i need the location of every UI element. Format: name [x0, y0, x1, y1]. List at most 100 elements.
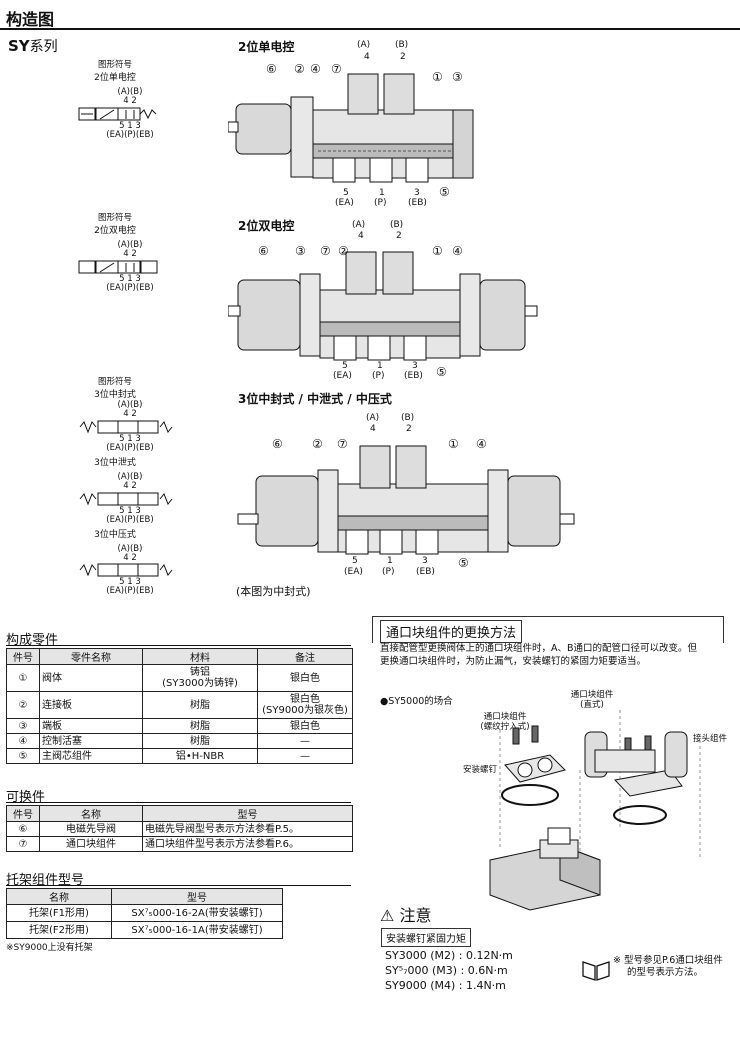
symbol-top-single: (A)(B)	[117, 87, 143, 97]
port-eb-label-3: (EB)	[416, 567, 435, 577]
symbol-top-pressure: (A)(B)	[117, 544, 143, 554]
torque-sy3000: SY3000 (M2) : 0.12N·m	[385, 949, 513, 962]
bracket-table: 名称 型号 托架(F1形用) SX⁷₅000-16-2A(带安装螺钉) 托架(F…	[6, 888, 283, 939]
callout-3-double: ③	[295, 244, 306, 258]
bracket-rule	[6, 885, 351, 886]
caution-title: 注意	[399, 906, 432, 925]
table-row: ③ 端板 树脂 银白色	[6, 718, 353, 734]
page-title: 构造图	[6, 10, 55, 29]
parts-note: —	[257, 733, 353, 749]
callout-2-double: ②	[338, 244, 349, 258]
torque-list: SY3000 (M2) : 0.12N·m SY⁵₇000 (M3) : 0.6…	[385, 948, 513, 993]
port-block-desc-2: 更换通口块组件时，为防止漏气，安装螺钉的紧固力矩要适当。	[380, 656, 647, 667]
series-label: SY系列	[8, 36, 58, 56]
reference-note: ※ 型号参见P.6通口块组件 的型号表示方法。	[613, 955, 723, 979]
symbol-title-pressure: 3位中压式	[94, 530, 136, 540]
callout-2-single: ②	[294, 62, 305, 76]
port-2-label-1: 2	[400, 52, 406, 62]
parts-name: 主阀芯组件	[39, 748, 143, 764]
header-rule	[0, 28, 740, 30]
symbol-bot-closed: (EA)(P)(EB)	[106, 443, 154, 453]
symbol-ports-bot-closed: 5 1 3	[119, 434, 141, 444]
symbol-heading-3: 图形符号	[97, 377, 132, 387]
port-4-label-3: 4	[370, 424, 376, 434]
bracket-name: 托架(F2形用)	[6, 921, 112, 939]
parts-material-main: 铸铝	[190, 667, 210, 678]
valve-symbol-closed	[79, 420, 173, 434]
symbol-ports-bot-single: 5 1 3	[119, 121, 141, 131]
parts-note-main: 银白色	[290, 694, 320, 705]
port-1-label-2: 1	[377, 361, 383, 371]
parts-note: 银白色	[257, 718, 353, 734]
valve-cross-section-single	[228, 73, 474, 183]
callout-6-three: ⑥	[272, 437, 283, 451]
callout-5-single: ⑤	[439, 185, 450, 199]
parts-table: 件号 零件名称 材料 备注 ① 阀体 铸铝(SY3000为铸锌) 银白色 ② 连…	[6, 648, 353, 764]
port-a-label-3: (A)	[366, 413, 380, 423]
table-row: 托架(F1形用) SX⁷₅000-16-2A(带安装螺钉)	[6, 904, 283, 922]
port-5-label-3: 5	[352, 556, 358, 566]
symbol-bot-exhaust: (EA)(P)(EB)	[106, 515, 154, 525]
valve-symbol-exhaust	[79, 492, 173, 506]
table-row: 托架(F2形用) SX⁷₅000-16-1A(带安装螺钉)	[6, 921, 283, 939]
label-port-block-straight-1: 通口块组件	[570, 690, 614, 700]
bracket-footnote: ※SY9000上没有托架	[6, 943, 93, 953]
callout-6-single: ⑥	[266, 62, 277, 76]
port-2-label-3: 2	[406, 424, 412, 434]
symbol-bot-pressure: (EA)(P)(EB)	[106, 586, 154, 596]
caution-heading: ⚠ 注意	[380, 902, 431, 926]
symbol-bot-single: (EA)(P)(EB)	[106, 130, 154, 140]
bracket-title: 托架组件型号	[6, 873, 85, 888]
port-3-label-2: 3	[412, 361, 418, 371]
symbol-ports-top-closed: 4 2	[123, 409, 137, 419]
port-p-label-2: (P)	[372, 371, 385, 381]
parts-note: 银白色(SY9000为银灰色)	[257, 691, 353, 719]
label-port-block-straight: 通口块组件 (直式)	[552, 690, 632, 710]
parts-material: 树脂	[142, 718, 258, 734]
parts-name: 端板	[39, 718, 143, 734]
symbol-bot-double: (EA)(P)(EB)	[106, 283, 154, 293]
valve-symbol-single	[78, 107, 157, 121]
symbol-title-double: 2位双电控	[94, 226, 136, 236]
callout-4-single: ④	[310, 62, 321, 76]
diagram-note: (本图为中封式)	[236, 585, 311, 598]
table-row: ④ 控制活塞 树脂 —	[6, 733, 353, 749]
reference-note-1: ※ 型号参见P.6通口块组件	[613, 955, 723, 966]
torque-sy9000: SY9000 (M4) : 1.4N·m	[385, 979, 506, 992]
callout-4-three: ④	[476, 437, 487, 451]
parts-note: 银白色	[257, 664, 353, 692]
bracket-model: SX⁷₅000-16-2A(带安装螺钉)	[111, 904, 283, 922]
replace-header-name: 名称	[39, 805, 143, 822]
label-mount-screw: 安装螺钉	[462, 765, 497, 775]
port-1-label-1: 1	[379, 188, 385, 198]
port-b-label-3: (B)	[401, 413, 415, 423]
port-1-label-3: 1	[387, 556, 393, 566]
valve-symbol-pressure	[79, 563, 173, 577]
valve-cross-section-double	[228, 251, 538, 361]
parts-note-sub: (SY9000为银灰色)	[262, 705, 348, 716]
parts-header-note: 备注	[257, 648, 353, 665]
callout-7-single: ⑦	[331, 62, 342, 76]
symbol-ports-top-double: 4 2	[123, 249, 137, 259]
parts-rule	[6, 645, 351, 646]
callout-1-three: ①	[448, 437, 459, 451]
port-eb-label-2: (EB)	[404, 371, 423, 381]
parts-material: 铸铝(SY3000为铸锌)	[142, 664, 258, 692]
replace-model: 电磁先导阀型号表示方法参看P.5。	[142, 821, 353, 837]
reference-note-2: 的型号表示方法。	[627, 967, 704, 978]
replace-header-model: 型号	[142, 805, 353, 822]
table-row: ⑥ 电磁先导阀 电磁先导阀型号表示方法参看P.5。	[6, 821, 353, 837]
parts-no: ①	[6, 664, 40, 692]
parts-header-no: 件号	[6, 648, 40, 665]
port-p-label-1: (P)	[374, 198, 387, 208]
symbol-heading-2: 图形符号	[97, 213, 132, 223]
callout-7-double: ⑦	[320, 244, 331, 258]
replace-table: 件号 名称 型号 ⑥ 电磁先导阀 电磁先导阀型号表示方法参看P.5。 ⑦ 通口块…	[6, 805, 353, 852]
parts-note: —	[257, 748, 353, 764]
parts-no: ⑤	[6, 748, 40, 764]
table-row: ⑦ 通口块组件 通口块组件型号表示方法参看P.6。	[6, 836, 353, 852]
parts-title: 构成零件	[6, 633, 59, 648]
symbol-top-double: (A)(B)	[117, 240, 143, 250]
parts-header-name: 零件名称	[39, 648, 143, 665]
port-block-desc-1: 直接配管型更换阀体上的通口块组件时，A、B通口的配管口径可以改变。但	[380, 643, 698, 654]
